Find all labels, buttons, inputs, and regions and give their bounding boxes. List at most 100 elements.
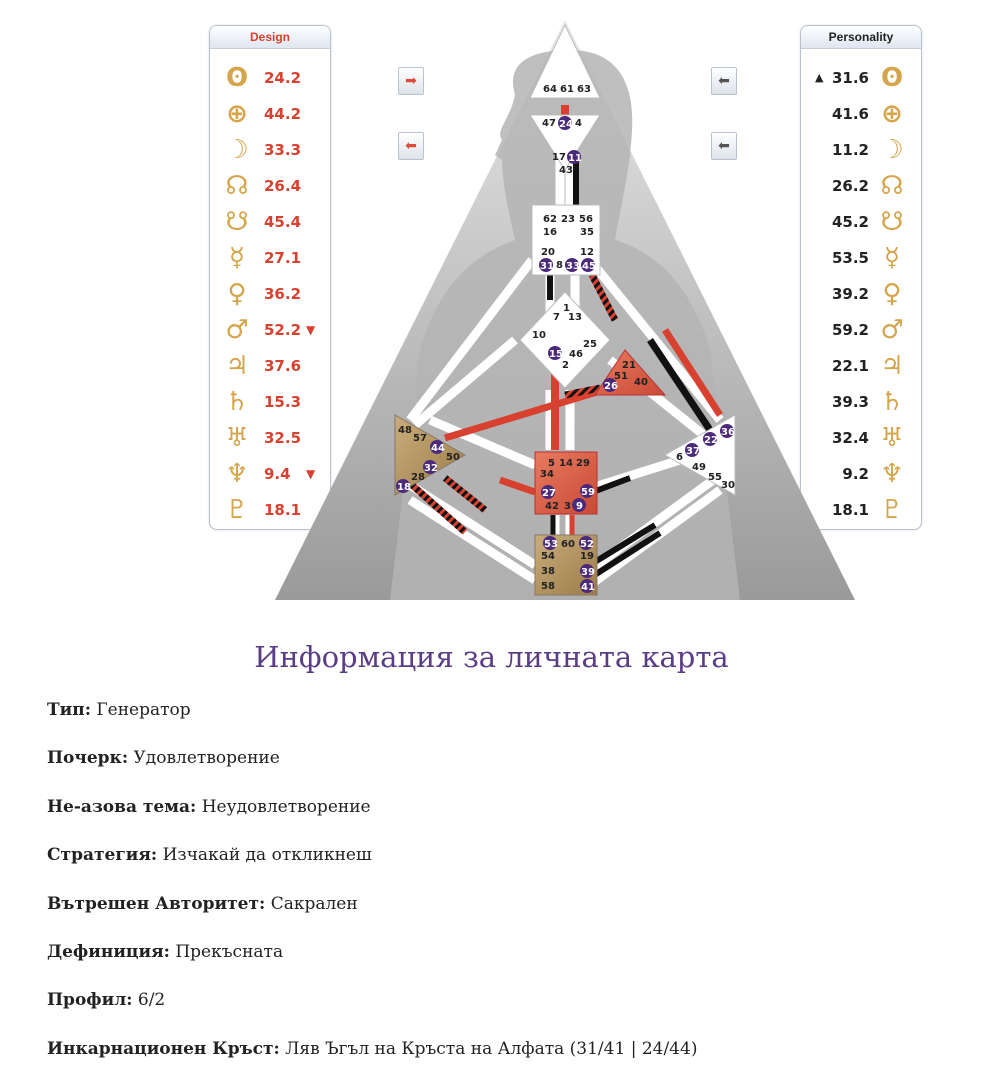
active-gate-marker <box>580 579 594 593</box>
personality-planet-row: ☊26.2 <box>801 168 921 204</box>
gate-label: 54 <box>541 551 555 562</box>
active-gate-marker <box>430 440 444 454</box>
design-planet-value: 18.1 <box>264 501 302 519</box>
design-planet-value: 33.3 <box>264 141 302 159</box>
active-gate-marker <box>720 424 734 438</box>
gate-label: 35 <box>580 227 594 238</box>
sacral-center <box>534 451 598 515</box>
gate-label: 19 <box>580 551 594 562</box>
info-label: Не-азова тема: <box>47 797 197 817</box>
gate-label: 43 <box>559 165 573 176</box>
uranus-icon: ♅ <box>225 423 249 453</box>
gate-label: 60 <box>561 539 575 550</box>
gate-label: 25 <box>583 339 597 350</box>
active-gate-marker <box>567 150 581 164</box>
design-planet-row: ♅ 32.5 <box>210 420 330 456</box>
gate-label: 55 <box>708 472 722 483</box>
gate-label: 59 <box>581 487 595 498</box>
info-value: Ляв Ъгъл на Кръста на Алфата (31/41 | 24… <box>285 1039 698 1059</box>
design-prev-button[interactable]: ⬅ <box>398 132 424 160</box>
gate-label: 64 <box>543 84 557 95</box>
gate-label: 16 <box>543 227 557 238</box>
gate-label: 63 <box>577 84 591 95</box>
gate-label: 61 <box>560 84 574 95</box>
design-panel-title: Design <box>210 26 330 49</box>
moon-icon: ☽ <box>880 135 904 165</box>
active-gate-marker <box>685 443 699 457</box>
design-planet-row: ☋45.4 <box>210 204 330 240</box>
gate-label: 9 <box>576 501 583 512</box>
gate-label: 22 <box>704 435 718 446</box>
gate-label: 31 <box>540 261 554 272</box>
gate-labels: 64 61 63 47 24 4 17 11 43 62 23 56 16 35… <box>396 84 735 593</box>
info-label: Тип: <box>47 700 91 720</box>
personality-planet-value: 31.6 <box>831 69 869 87</box>
info-value: 6/2 <box>137 990 166 1010</box>
design-planet-value: 32.5 <box>264 429 302 447</box>
pluto-icon: ♇ <box>880 495 904 525</box>
personality-planet-row: ♂59.2 <box>801 312 921 348</box>
personality-planet-row: ♅32.4 <box>801 420 921 456</box>
design-planet-row: ☊26.4 <box>210 168 330 204</box>
design-planet-value: 52.2 <box>264 321 302 339</box>
design-planet-row: ☽33.3 <box>210 132 330 168</box>
design-planet-value: 44.2 <box>264 105 302 123</box>
gate-label: 2 <box>562 360 569 371</box>
gate-label: 40 <box>634 377 648 388</box>
personality-planet-value: 11.2 <box>831 141 869 159</box>
gate-label: 28 <box>411 472 425 483</box>
personality-planet-row: ♇18.1 <box>801 492 921 528</box>
gate-label: 41 <box>581 582 595 593</box>
personality-planet-row: ♀39.2 <box>801 276 921 312</box>
gate-label: 34 <box>540 469 554 480</box>
gate-label: 36 <box>721 427 735 438</box>
solar-plexus-center <box>663 414 736 496</box>
personality-planet-value: 45.2 <box>831 213 869 231</box>
spleen-center <box>394 414 467 496</box>
active-gate-marker <box>580 484 594 498</box>
gate-label: 12 <box>580 247 594 258</box>
active-gate-marker <box>580 564 594 578</box>
gate-label: 58 <box>541 581 555 592</box>
design-planet-row: ♆9.4▼ <box>210 456 330 492</box>
saturn-icon: ♄ <box>225 387 249 417</box>
ajna-center <box>529 114 601 171</box>
gate-label: 15 <box>549 349 563 360</box>
sun-icon: ʘ <box>880 63 904 93</box>
info-row-strategy: Стратегия: Изчакай да откликнеш <box>47 845 372 865</box>
neptune-icon: ♆ <box>880 459 904 489</box>
design-planet-row: ♄15.3 <box>210 384 330 420</box>
personality-planet-row: ♃22.1 <box>801 348 921 384</box>
active-gate-marker <box>548 346 562 360</box>
gate-label: 38 <box>541 566 555 577</box>
gate-label: 39 <box>581 567 595 578</box>
channel-personality-segment <box>588 522 657 568</box>
detriment-arrow-icon: ▼ <box>306 467 316 481</box>
jupiter-icon: ♃ <box>225 351 249 381</box>
gate-label: 14 <box>559 458 573 469</box>
active-gate-marker <box>539 258 553 272</box>
info-label: Профил: <box>47 990 133 1010</box>
design-planet-row: ⊕44.2 <box>210 96 330 132</box>
detriment-arrow-icon: ▼ <box>306 323 316 337</box>
active-gate-marker <box>423 460 437 474</box>
info-row-profile: Профил: 6/2 <box>47 990 165 1010</box>
bodygraph-chart: 64 61 63 47 24 4 17 11 43 62 23 56 16 35… <box>275 20 855 600</box>
info-value: Прекъсната <box>175 942 284 962</box>
info-row-type: Тип: Генератор <box>47 700 191 720</box>
personality-prev-button[interactable]: ⬅ <box>711 132 737 160</box>
south-node-icon: ☋ <box>880 207 904 237</box>
design-planet-value: 24.2 <box>264 69 302 87</box>
gate-label: 11 <box>568 153 582 164</box>
info-label: Почерк: <box>47 748 129 768</box>
gate-label: 62 <box>543 214 557 225</box>
info-row-authority: Вътрешен Авторитет: Сакрален <box>47 894 358 914</box>
gate-label: 53 <box>544 539 558 550</box>
personality-next-button[interactable]: ⬅ <box>711 67 737 95</box>
design-next-button[interactable]: ➡ <box>398 67 424 95</box>
active-gate-marker <box>396 479 410 493</box>
